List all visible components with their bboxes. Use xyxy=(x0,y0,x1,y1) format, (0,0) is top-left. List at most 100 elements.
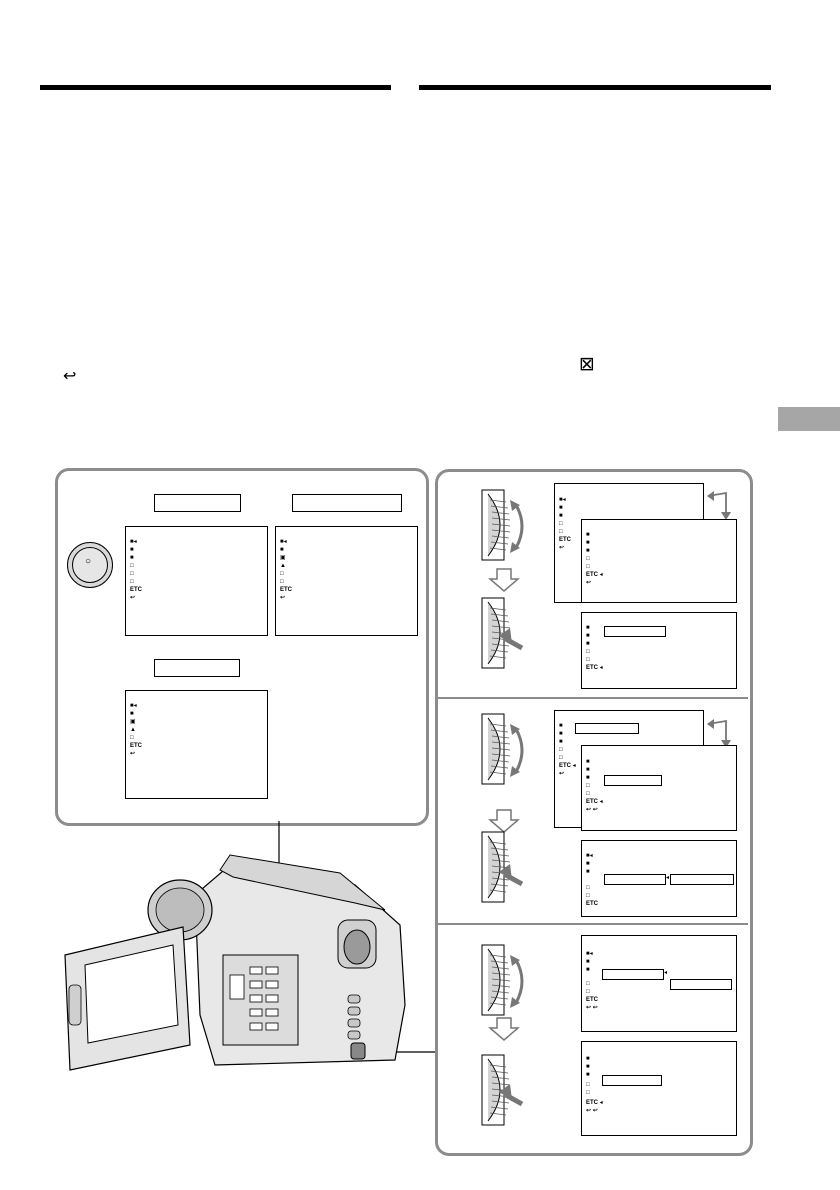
menu-label-etc-selected: ETC ◂ xyxy=(586,572,603,578)
menu-icon-cm: □ xyxy=(586,556,590,562)
submenu-item-box xyxy=(575,723,639,734)
menu-icon-camera: ■ xyxy=(586,540,590,546)
submenu-item-box xyxy=(602,1075,662,1086)
menu-label-etc-selected: ETC ◂ xyxy=(586,1100,603,1106)
menu-icon-camera: ■ xyxy=(586,767,590,773)
menu-return-icon: ↩ xyxy=(559,771,565,777)
submenu-item-box xyxy=(604,626,666,637)
section-side-tab xyxy=(778,407,840,431)
submenu-item-box xyxy=(604,775,662,786)
menu-icon-print: ▲ xyxy=(280,563,286,569)
submenu-value-box xyxy=(670,979,732,990)
menu-icon-cm: □ xyxy=(130,563,134,569)
menu-icon-cm: □ xyxy=(559,747,563,753)
menu-label-etc: ETC xyxy=(280,587,292,593)
menu-icon-camera: ■ xyxy=(586,959,590,965)
step2-screen-front: ■ ■ ■ □ □ ETC ◂ ↩ ↩ xyxy=(581,745,737,831)
menu-icon-camera-set: ■◂ xyxy=(586,951,593,957)
menu-icon-tape: □ xyxy=(586,564,590,570)
menu-icon-cm: □ xyxy=(559,521,563,527)
menu-icon-lcd: ■ xyxy=(586,775,590,781)
menu-icon-camera: ■ xyxy=(559,505,563,511)
menu-screen-vcr: ■◂ ■ ▣ ▲ □ □ ETC ↩ xyxy=(275,526,418,636)
step1-screen-front: ■ ■ ■ □ □ ETC ◂ ↩ xyxy=(581,519,737,603)
menu-icon-setup: □ xyxy=(130,735,134,741)
menu-icon-lcd: ■ xyxy=(586,641,590,647)
envelope-icon: ⊠ xyxy=(579,354,595,375)
step-separator-1 xyxy=(438,697,748,699)
menu-icon-camera-set: ■◂ xyxy=(280,539,287,545)
submenu-pointer: ◂ xyxy=(666,875,670,881)
mode-button-center-icon: ○ xyxy=(85,556,92,567)
menu-icon-tape: □ xyxy=(559,529,563,535)
menu-icon-cm: □ xyxy=(586,1082,590,1088)
menu-icon-camera: ■ xyxy=(586,1064,590,1070)
menu-return-icon: ↩ xyxy=(586,580,592,586)
menu-label-etc-selected: ETC ◂ xyxy=(559,763,576,769)
menu-icon-lcd: ■ xyxy=(130,711,134,717)
menu-icon-memory: ▣ xyxy=(280,555,286,561)
menu-label-etc: ETC xyxy=(586,901,598,907)
menu-icon-lcd: ■ xyxy=(130,555,134,561)
menu-return-icon: ↩ xyxy=(130,751,136,757)
menu-icon-camera: ■ xyxy=(130,547,134,553)
menu-icon-camera-set: ■ xyxy=(586,1056,590,1062)
menu-label-box-3 xyxy=(154,659,240,677)
menu-label-box-1 xyxy=(154,494,241,512)
menu-icon-lcd: ■ xyxy=(586,967,590,973)
menu-icon-cm: □ xyxy=(586,783,590,789)
menu-icon-lcd: ■ xyxy=(586,869,590,875)
menu-icon-lcd: ■ xyxy=(280,547,284,553)
submenu-value-box xyxy=(670,874,734,885)
menu-icon-camera-set: ■ xyxy=(586,532,590,538)
mode-button[interactable]: ○ xyxy=(67,542,113,588)
menu-icon-camera-set: ■ xyxy=(586,625,590,631)
menu-icon-print: ▲ xyxy=(130,727,136,733)
mode-button-inner xyxy=(72,547,108,583)
menu-icon-memory: ▣ xyxy=(130,719,136,725)
menu-icon-lcd: ■ xyxy=(559,739,563,745)
menu-label-etc: ETC xyxy=(130,743,142,749)
submenu-item-box xyxy=(604,874,666,885)
menu-icon-lcd: ■ xyxy=(586,548,590,554)
menu-icon-cm: □ xyxy=(586,885,590,891)
left-column-rule xyxy=(40,85,391,90)
menu-icon-camera-set: ■ xyxy=(559,723,563,729)
menu-return-icon: ↩ xyxy=(559,545,565,551)
menu-label-etc-selected: ETC ◂ xyxy=(586,665,603,671)
menu-return-icon: ↩ xyxy=(130,595,136,601)
menu-return-pair: ↩ ↩ xyxy=(586,807,598,813)
menu-label-etc: ETC xyxy=(130,587,142,593)
menu-icon-setup: □ xyxy=(130,579,134,585)
step-separator-2 xyxy=(438,923,748,925)
menu-icon-cm: □ xyxy=(280,571,284,577)
menu-icon-camera: ■ xyxy=(586,861,590,867)
submenu-pointer: ◂ xyxy=(664,970,668,976)
menu-icon-camera: ■ xyxy=(586,633,590,639)
menu-screen-memory: ■◂ ■ ▣ ▲ □ ETC ↩ xyxy=(125,690,268,799)
menu-icon-lcd: ■ xyxy=(586,1072,590,1078)
right-column-rule xyxy=(419,85,771,90)
menu-screen-camera: ■◂ ■ ■ □ □ □ ETC ↩ xyxy=(125,526,268,636)
menu-icon-camera-set: ■◂ xyxy=(130,703,137,709)
camcorder-illustration xyxy=(64,854,406,1071)
menu-label-etc: ETC xyxy=(586,997,598,1003)
menu-icon-setup: □ xyxy=(280,579,284,585)
return-icon: ↩ xyxy=(63,368,77,385)
menu-icon-tape: □ xyxy=(586,791,590,797)
menu-label-box-2 xyxy=(292,494,402,512)
submenu-item-box xyxy=(602,969,664,980)
step3-screen-bottom: ■ ■ ■ □ □ ETC ◂ ↩ ↩ xyxy=(581,1041,737,1136)
menu-icon-camera: ■ xyxy=(559,731,563,737)
menu-icon-tape: □ xyxy=(586,657,590,663)
menu-icon-tape: □ xyxy=(559,755,563,761)
menu-label-etc: ETC xyxy=(559,537,571,543)
menu-icon-camera-set: ■◂ xyxy=(559,497,566,503)
menu-icon-tape: □ xyxy=(586,989,590,995)
menu-icon-cm: □ xyxy=(586,981,590,987)
step3-screen-top: ■◂ ■ ■ ◂ □ □ ETC ↩ ↩ xyxy=(581,935,737,1032)
step2-screen-result: ■◂ ■ ■ ◂ □ □ ETC xyxy=(581,840,737,917)
menu-icon-camera-set: ■ xyxy=(586,759,590,765)
menu-icon-tape: □ xyxy=(586,1090,590,1096)
